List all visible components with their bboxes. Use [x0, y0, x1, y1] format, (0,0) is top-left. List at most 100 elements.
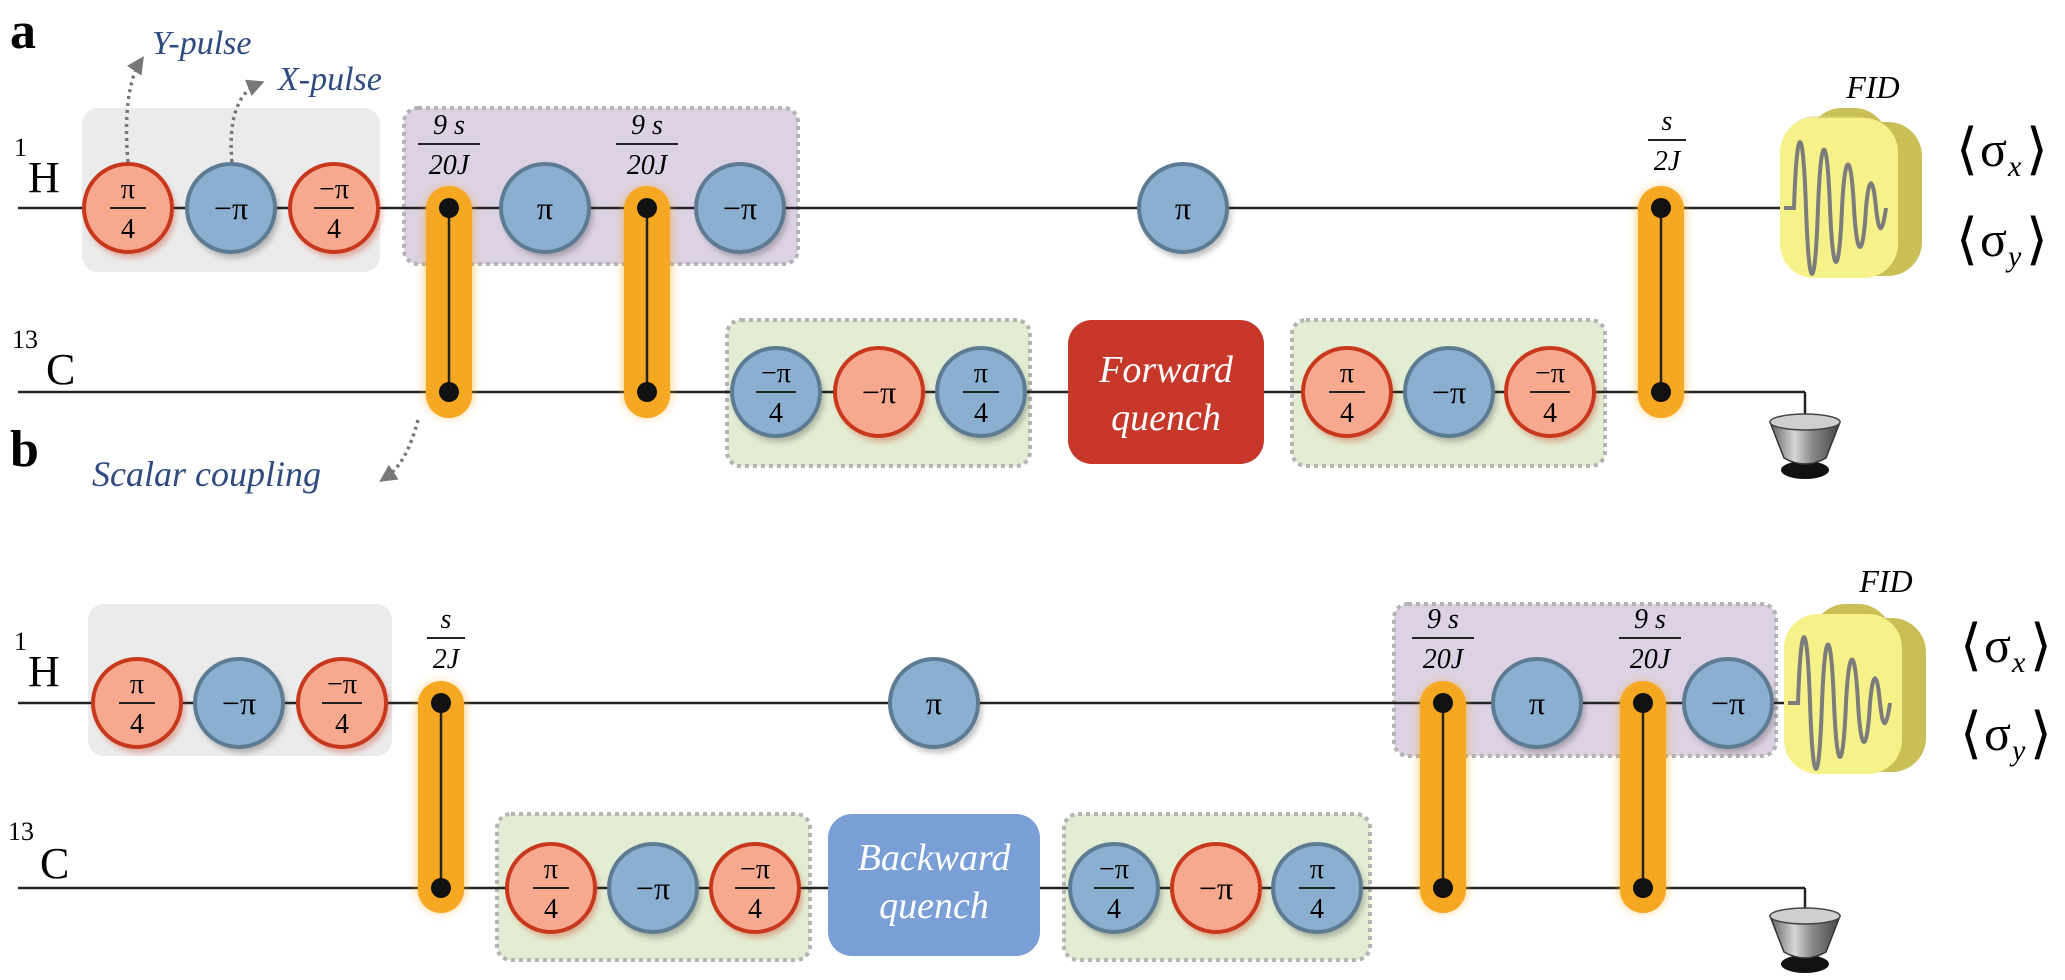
- fid-signal-display: [1784, 604, 1926, 774]
- gate-y-minus-pi: −π: [1170, 842, 1264, 938]
- gate-x-pi: π: [1137, 162, 1231, 258]
- gate-x-minus-pi: −π: [193, 657, 287, 753]
- gate-y-pi-over-4: π 4: [82, 162, 176, 258]
- svg-text:20J: 20J: [429, 150, 471, 181]
- svg-text:σ: σ: [1984, 705, 2011, 761]
- svg-text:4: 4: [1107, 894, 1121, 925]
- fid-label: FID: [1845, 69, 1899, 105]
- qubit-label-c-b: 13 C: [8, 817, 69, 888]
- svg-text:−π: −π: [1199, 870, 1233, 906]
- qubit-label-h-a: 1 H: [14, 133, 60, 202]
- svg-text:−π: −π: [327, 669, 357, 700]
- gate-x-minus-pi: −π: [607, 842, 701, 938]
- svg-text:1: 1: [14, 133, 27, 162]
- svg-text:9 s: 9 s: [433, 110, 465, 141]
- svg-text:4: 4: [544, 894, 558, 925]
- gate-y-minus-pi-over-4: −π 4: [296, 657, 390, 753]
- svg-text:Forward: Forward: [1098, 349, 1234, 391]
- svg-text:−π: −π: [636, 870, 670, 906]
- svg-text:x: x: [2011, 646, 2026, 679]
- y-pulse-annotation: Y-pulse: [152, 25, 251, 62]
- svg-text:−π: −π: [222, 685, 256, 721]
- svg-text:4: 4: [974, 398, 988, 429]
- svg-text:9 s: 9 s: [1427, 604, 1459, 635]
- svg-text:π: π: [130, 669, 144, 700]
- svg-text:4: 4: [327, 214, 341, 245]
- qubit-label-c-a: 13 C: [12, 325, 75, 394]
- svg-text:π: π: [121, 174, 135, 205]
- gate-x-pi-over-4: π 4: [935, 346, 1029, 442]
- svg-text:⟨: ⟨: [1956, 119, 1978, 181]
- delay-label-1: s 2J: [427, 604, 465, 675]
- detector-bucket-icon: [1768, 413, 1842, 479]
- panel-b: s 2J 9 s 20J 9 s 20J π 4 −π: [18, 563, 2052, 973]
- svg-text:4: 4: [335, 709, 349, 740]
- scalar-coupling-1: [418, 681, 464, 913]
- svg-text:−π: −π: [1535, 358, 1565, 389]
- svg-text:4: 4: [769, 398, 783, 429]
- svg-text:quench: quench: [1111, 397, 1221, 439]
- panel-a: 9 s 20J 9 s 20J s 2J π 4 −π: [18, 25, 2048, 494]
- svg-text:20J: 20J: [627, 150, 669, 181]
- panel-b-label: b: [10, 421, 39, 478]
- svg-text:−π: −π: [1711, 685, 1745, 721]
- svg-text:9 s: 9 s: [631, 110, 663, 141]
- gate-x-pi: π: [1491, 657, 1585, 753]
- gate-x-minus-pi-over-4: −π 4: [730, 346, 824, 442]
- qubit-label-h-b: 1 H: [14, 627, 60, 696]
- svg-text:2J: 2J: [1654, 146, 1682, 177]
- delay-label-2: 9 s 20J: [1412, 604, 1474, 675]
- svg-text:−π: −π: [723, 190, 757, 226]
- svg-text:⟩: ⟩: [2030, 703, 2052, 765]
- detector-bucket-icon: [1768, 907, 1842, 973]
- expectation-sigma-x: ⟨ σ x ⟩: [1956, 119, 2048, 183]
- x-pulse-annotation: X-pulse: [276, 61, 382, 98]
- svg-text:π: π: [974, 358, 988, 389]
- delay-label-3: 9 s 20J: [1619, 604, 1681, 675]
- svg-text:⟩: ⟩: [2026, 119, 2048, 181]
- gate-x-minus-pi-over-4: −π 4: [1068, 842, 1162, 938]
- delay-label-3: s 2J: [1648, 106, 1686, 177]
- gate-x-pi: π: [888, 657, 982, 753]
- gate-y-minus-pi: −π: [833, 346, 927, 442]
- svg-text:4: 4: [1310, 894, 1324, 925]
- svg-text:13: 13: [12, 325, 38, 354]
- svg-text:−π: −π: [214, 190, 248, 226]
- gate-x-minus-pi: −π: [185, 162, 279, 258]
- svg-text:σ: σ: [1980, 211, 2007, 267]
- svg-text:σ: σ: [1980, 121, 2007, 177]
- svg-text:4: 4: [1543, 398, 1557, 429]
- svg-text:π: π: [537, 190, 553, 226]
- svg-text:C: C: [40, 839, 69, 888]
- gate-y-minus-pi-over-4: −π 4: [288, 162, 382, 258]
- gate-x-pi-over-4: π 4: [1271, 842, 1365, 938]
- scalar-coupling-3: [1620, 681, 1666, 913]
- gate-x-pi: π: [499, 162, 593, 258]
- evolution-box: [1392, 602, 1778, 758]
- svg-text:x: x: [2007, 150, 2022, 183]
- expectation-sigma-y: ⟨ σ y ⟩: [1960, 703, 2052, 767]
- svg-text:s: s: [1662, 106, 1673, 137]
- svg-text:π: π: [544, 854, 558, 885]
- svg-text:π: π: [1310, 854, 1324, 885]
- svg-text:−π: −π: [319, 174, 349, 205]
- scalar-coupling-annotation: Scalar coupling: [92, 454, 321, 494]
- gate-x-minus-pi: −π: [694, 162, 788, 258]
- panel-a-label: a: [10, 3, 36, 60]
- gate-x-minus-pi: −π: [1682, 657, 1776, 753]
- svg-text:Backward: Backward: [858, 837, 1012, 879]
- svg-text:−π: −π: [740, 854, 770, 885]
- scalar-coupling-3: [1638, 186, 1684, 418]
- svg-text:π: π: [1175, 190, 1191, 226]
- svg-text:y: y: [2009, 734, 2026, 767]
- gate-y-minus-pi-over-4: −π 4: [709, 842, 803, 938]
- scalar-coupling-arrow: [379, 419, 420, 482]
- svg-text:π: π: [1340, 358, 1354, 389]
- scalar-coupling-1: [426, 186, 472, 418]
- svg-text:2J: 2J: [433, 644, 461, 675]
- expectation-sigma-x: ⟨ σ x ⟩: [1960, 615, 2052, 679]
- scalar-coupling-2: [1420, 681, 1466, 913]
- svg-text:−π: −π: [1099, 854, 1129, 885]
- svg-text:20J: 20J: [1630, 644, 1672, 675]
